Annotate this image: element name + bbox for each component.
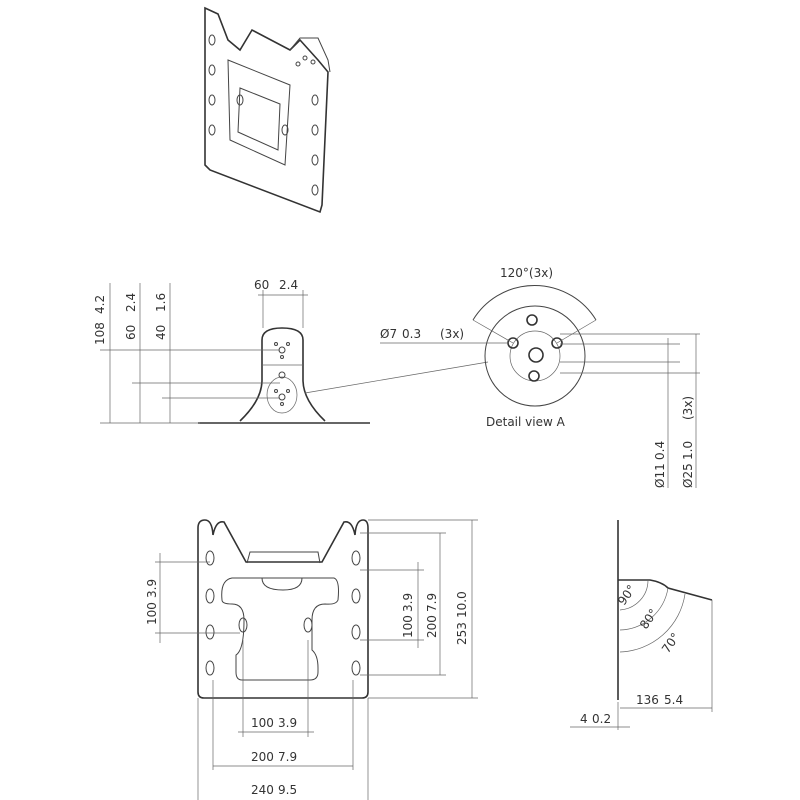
left-100-label: 100 <box>145 602 159 625</box>
dim-40-label: 40 <box>154 325 168 340</box>
dim-108-label: 108 <box>93 322 107 345</box>
bottom-240-in-label: 9.5 <box>278 783 297 797</box>
depth-136-label: 136 <box>636 693 659 707</box>
isometric-view <box>204 6 331 214</box>
right-200-in-label: 7.9 <box>425 593 439 612</box>
bottom-200-in-label: 7.9 <box>278 750 297 764</box>
left-100-in-label: 3.9 <box>145 579 159 598</box>
bottom-240-label: 240 <box>251 783 274 797</box>
dim-108-in-label: 4.2 <box>93 295 107 314</box>
dia-25-label: Ø25 <box>681 463 695 488</box>
right-100-label: 100 <box>401 615 415 638</box>
height-253-in-label: 10.0 <box>455 591 469 618</box>
front-view: 100 3.9 100 3.9 200 7.9 253 10.0 100 3.9… <box>145 519 478 800</box>
dim-60-in-label: 2.4 <box>124 293 138 312</box>
angle-70-label: 70° <box>659 630 683 655</box>
angle-120-label: 120°(3x) <box>500 266 553 280</box>
height-253-label: 253 <box>455 622 469 645</box>
detail-view-title: Detail view A <box>486 415 566 429</box>
dim-width-60-in-label: 2.4 <box>279 278 298 292</box>
bottom-200-label: 200 <box>251 750 274 764</box>
depth-136-in-label: 5.4 <box>664 693 683 707</box>
hole-count-label: (3x) <box>440 327 464 341</box>
dia-25-count-label: (3x) <box>681 396 695 420</box>
side-view: 108 4.2 60 2.4 40 1.6 60 2.4 <box>93 278 489 424</box>
angle-80-label: 80° <box>637 606 661 631</box>
dim-40-in-label: 1.6 <box>154 293 168 312</box>
hole-dia-label: Ø7 <box>380 327 397 341</box>
thickness-4-label: 4 <box>580 712 588 726</box>
dia-11-in-label: 0.4 <box>653 441 667 460</box>
dim-width-60-label: 60 <box>254 278 269 292</box>
profile-view: 90° 80° 70° 136 5.4 4 0.2 <box>570 520 713 730</box>
right-100-in-label: 3.9 <box>401 593 415 612</box>
thickness-4-in-label: 0.2 <box>592 712 611 726</box>
right-200-label: 200 <box>425 615 439 638</box>
dia-25-in-label: 1.0 <box>681 441 695 460</box>
detail-view-a: 120°(3x) Ø7 0.3 (3x) Detail view A Ø11 0… <box>380 266 700 488</box>
dim-60-label: 60 <box>124 325 138 340</box>
bottom-100-label: 100 <box>251 716 274 730</box>
hole-dia-in-label: 0.3 <box>402 327 421 341</box>
bottom-100-in-label: 3.9 <box>278 716 297 730</box>
dia-11-label: Ø11 <box>653 463 667 488</box>
